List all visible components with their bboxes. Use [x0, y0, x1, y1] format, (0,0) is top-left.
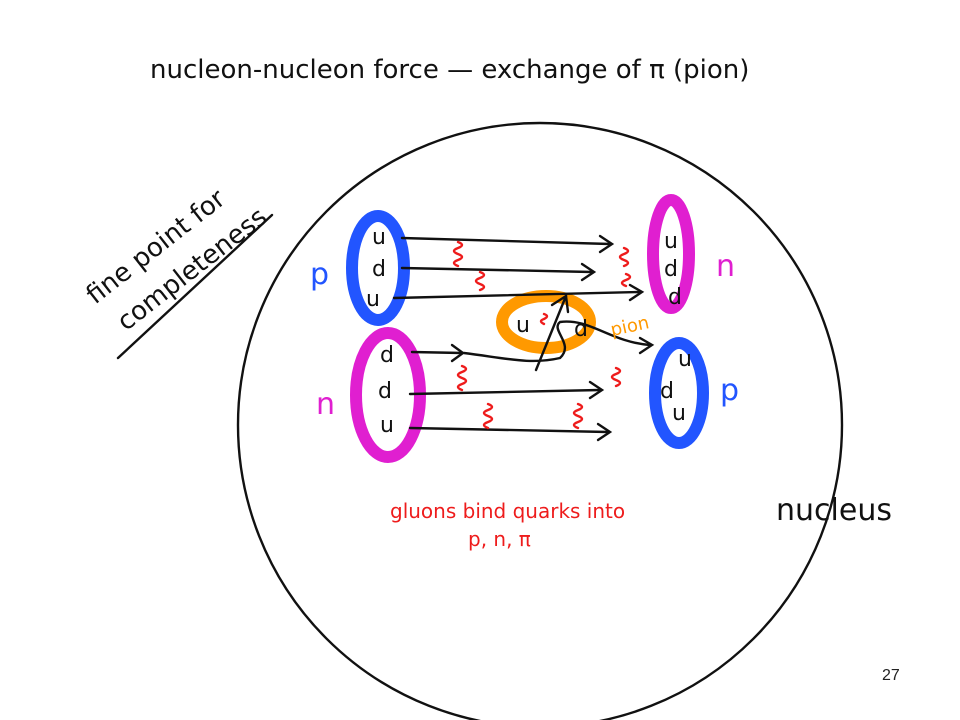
side-note-underline — [116, 213, 274, 360]
pion-exchange-line — [534, 294, 568, 372]
pion-quark-label: u — [516, 313, 530, 338]
gluon-squiggle — [539, 312, 549, 326]
gluon-squiggle — [618, 246, 630, 268]
nucleus-circle — [236, 121, 844, 720]
nucleon-label-neutron-right: n — [716, 249, 735, 284]
arrowhead — [596, 422, 613, 442]
pion-quark-label: d — [574, 317, 588, 342]
quark-label: u — [678, 347, 692, 372]
gluon-squiggle — [452, 240, 464, 268]
nucleus-label: nucleus — [776, 493, 892, 528]
quark-label: d — [378, 379, 392, 404]
quark-label: d — [664, 257, 678, 282]
gluon-squiggle — [482, 402, 494, 430]
neutron-bag-right — [647, 194, 695, 314]
neutron-bag-left — [350, 327, 426, 463]
quark-label: u — [664, 229, 678, 254]
slide-title: nucleon-nucleon force — exchange of π (p… — [150, 55, 749, 85]
quark-label: u — [672, 401, 686, 426]
quark-label: d — [668, 285, 682, 310]
quark-line — [408, 426, 610, 434]
arrowhead — [628, 283, 645, 302]
gluon-note-line-2: p, n, π — [468, 527, 531, 551]
quark-line — [400, 236, 612, 246]
quark-line — [392, 290, 642, 300]
nucleon-label-proton-right: p — [720, 373, 739, 408]
quark-line — [400, 266, 594, 274]
arrowhead — [638, 336, 655, 355]
gluon-squiggle — [610, 366, 622, 388]
gluon-group — [452, 240, 632, 430]
quark-label: u — [372, 225, 386, 250]
gluon-squiggle — [474, 270, 486, 292]
gluon-squiggle — [572, 402, 584, 430]
quark-label: u — [380, 413, 394, 438]
gluon-note-line-1: gluons bind quarks into — [390, 499, 625, 523]
quark-label: d — [380, 343, 394, 368]
pion-exchange-line — [462, 320, 652, 363]
arrowhead — [580, 262, 597, 282]
nucleon-label-neutron-left: n — [316, 387, 335, 422]
quark-label: u — [366, 287, 380, 312]
quark-line — [408, 388, 602, 396]
arrowhead — [588, 380, 605, 400]
gluon-squiggle — [456, 364, 468, 392]
pion-label: pion — [609, 312, 651, 341]
arrowhead — [550, 293, 570, 314]
side-note: fine point for completeness — [81, 184, 273, 338]
quark-label: d — [372, 257, 386, 282]
arrowhead — [598, 234, 615, 254]
quark-label: d — [660, 379, 674, 404]
page-number: 27 — [882, 667, 900, 684]
proton-bag-right — [649, 337, 709, 449]
nucleon-label-proton-left: p — [310, 257, 329, 292]
gluon-squiggle — [620, 272, 632, 288]
quark-line — [410, 350, 464, 355]
